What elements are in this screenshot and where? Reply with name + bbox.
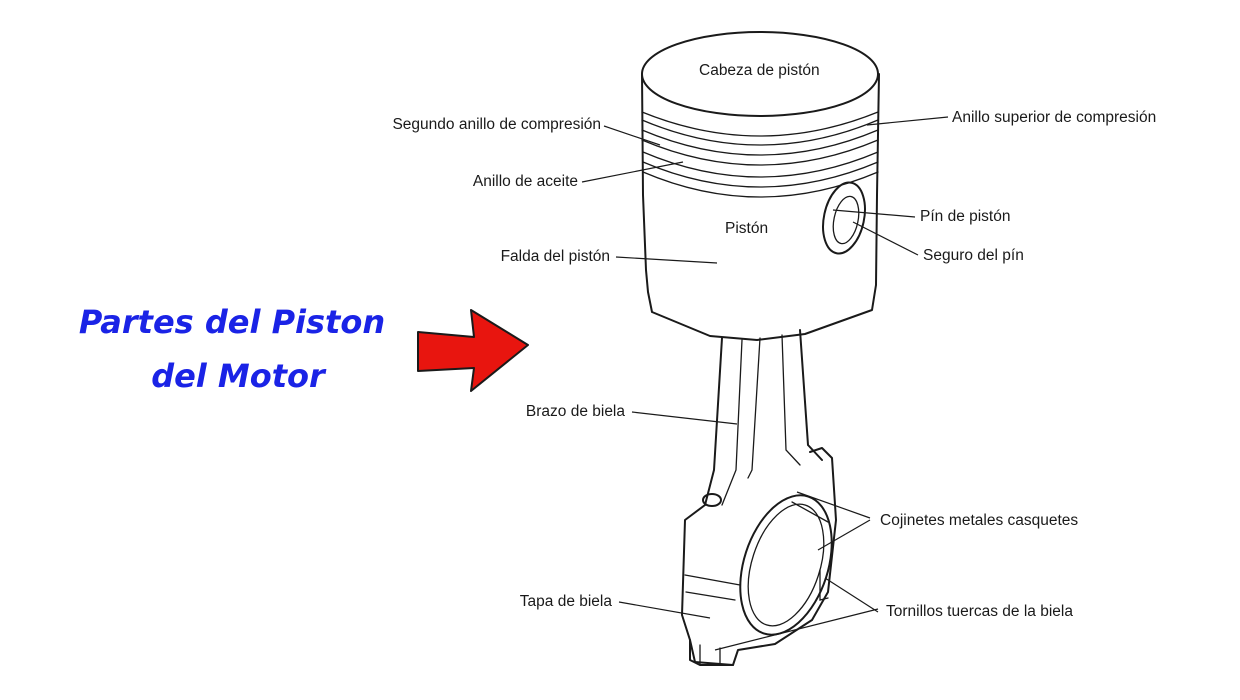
part-labels: Cabeza de pistón Pistón Segundo anillo d… xyxy=(392,62,1156,620)
label-anillo-aceite: Anillo de aceite xyxy=(473,173,578,190)
connecting-rod xyxy=(681,329,837,666)
label-piston: Pistón xyxy=(725,220,768,237)
label-cojinetes: Cojinetes metales casquetes xyxy=(880,512,1078,529)
leader-lines xyxy=(581,116,949,651)
label-falda: Falda del pistón xyxy=(501,248,610,265)
label-tapa: Tapa de biela xyxy=(520,593,613,610)
title-line-1: Partes del Piston xyxy=(79,303,385,341)
label-segundo-anillo: Segundo anillo de compresión xyxy=(392,116,601,133)
diagram-title: Partes del Piston del Motor xyxy=(79,303,385,395)
red-right-arrow-icon xyxy=(417,309,529,392)
piston xyxy=(641,31,880,341)
label-brazo: Brazo de biela xyxy=(526,403,625,420)
label-seguro: Seguro del pín xyxy=(923,247,1024,264)
label-pin: Pín de pistón xyxy=(920,208,1010,225)
title-line-2: del Motor xyxy=(151,357,327,395)
label-cabeza: Cabeza de pistón xyxy=(699,62,820,79)
label-anillo-superior: Anillo superior de compresión xyxy=(952,109,1156,126)
label-tornillos: Tornillos tuercas de la biela xyxy=(886,603,1073,620)
